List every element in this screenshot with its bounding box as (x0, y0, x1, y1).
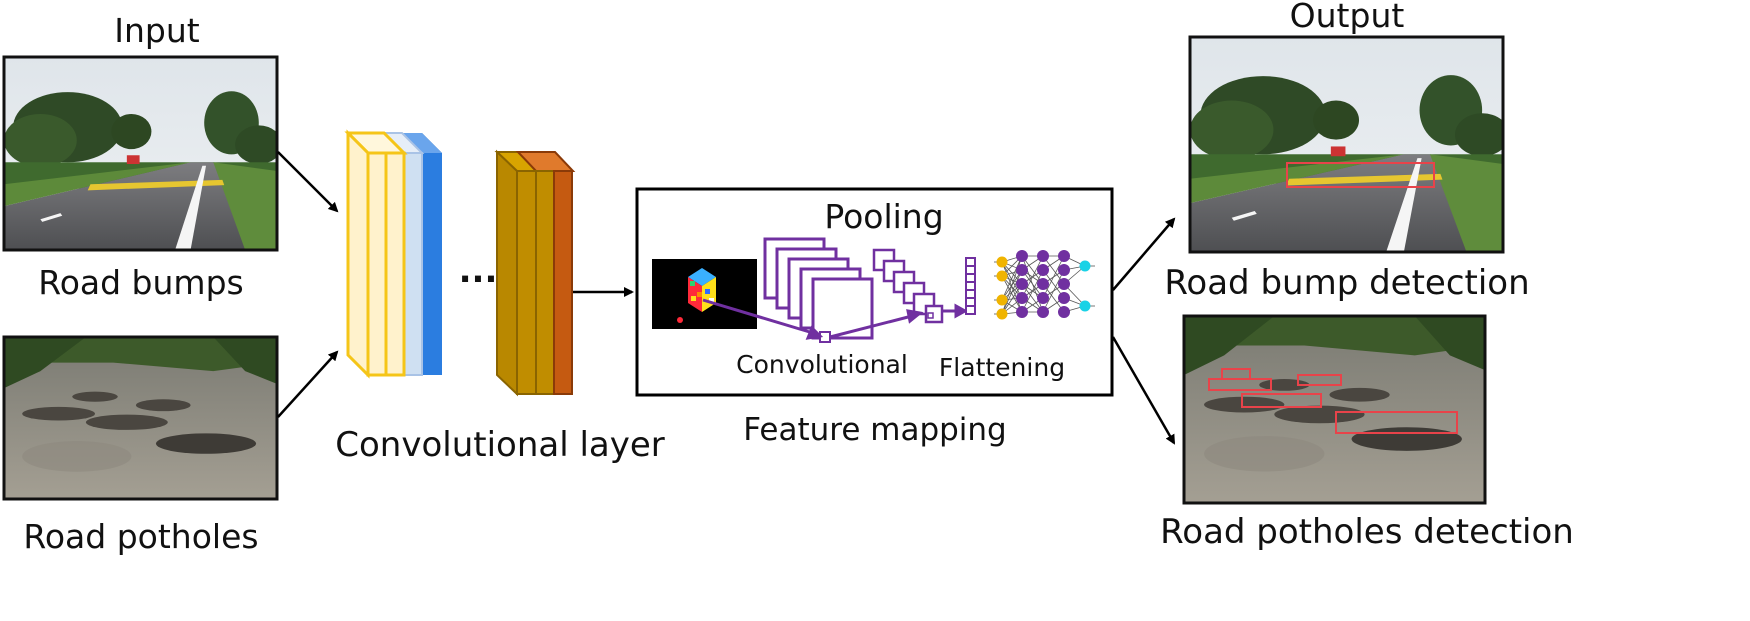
bump-detection-label: Road bump detection (1164, 263, 1529, 303)
pothole-detection-box-2 (1208, 378, 1272, 391)
pothole-detection-label: Road potholes detection (1160, 512, 1574, 552)
arrow-bumps-to-conv (277, 151, 339, 213)
arrow-feature-to-bump-output (1112, 217, 1176, 291)
arrow-feature-to-pothole-output (1111, 336, 1176, 445)
road-bumps-photo (2, 55, 279, 252)
convolutional-label: Convolutional (736, 350, 908, 379)
pothole-detection-photo (1182, 314, 1487, 505)
conv-block-first (344, 129, 442, 379)
road-bumps-label: Road bumps (38, 263, 243, 302)
neural-network (994, 250, 1095, 320)
pooling-feature-stack (872, 248, 944, 324)
flattening-vector (965, 257, 976, 315)
pothole-detection-box-5 (1335, 411, 1458, 434)
arrow-potholes-to-conv (277, 350, 339, 418)
road-potholes-label: Road potholes (23, 517, 258, 556)
conv-feature-stack (763, 237, 874, 343)
pooling-label: Pooling (824, 197, 943, 236)
conv-block-last (494, 149, 576, 397)
flattening-label: Flattening (939, 353, 1065, 382)
bump-detection-photo (1188, 35, 1505, 254)
pothole-detection-box-4 (1241, 393, 1322, 408)
pothole-detection-box-3 (1297, 374, 1342, 386)
conv-path-arrows (702, 298, 969, 340)
rubiks-cube-image (652, 259, 757, 329)
conv-layer-label: Convolutional layer (335, 425, 665, 465)
output-title: Output (1290, 0, 1405, 35)
input-title: Input (114, 11, 200, 50)
bump-detection-box (1286, 162, 1435, 188)
conv-ellipsis: ... (459, 251, 498, 291)
feature-mapping-label: Feature mapping (743, 412, 1007, 448)
road-potholes-photo (2, 335, 279, 501)
